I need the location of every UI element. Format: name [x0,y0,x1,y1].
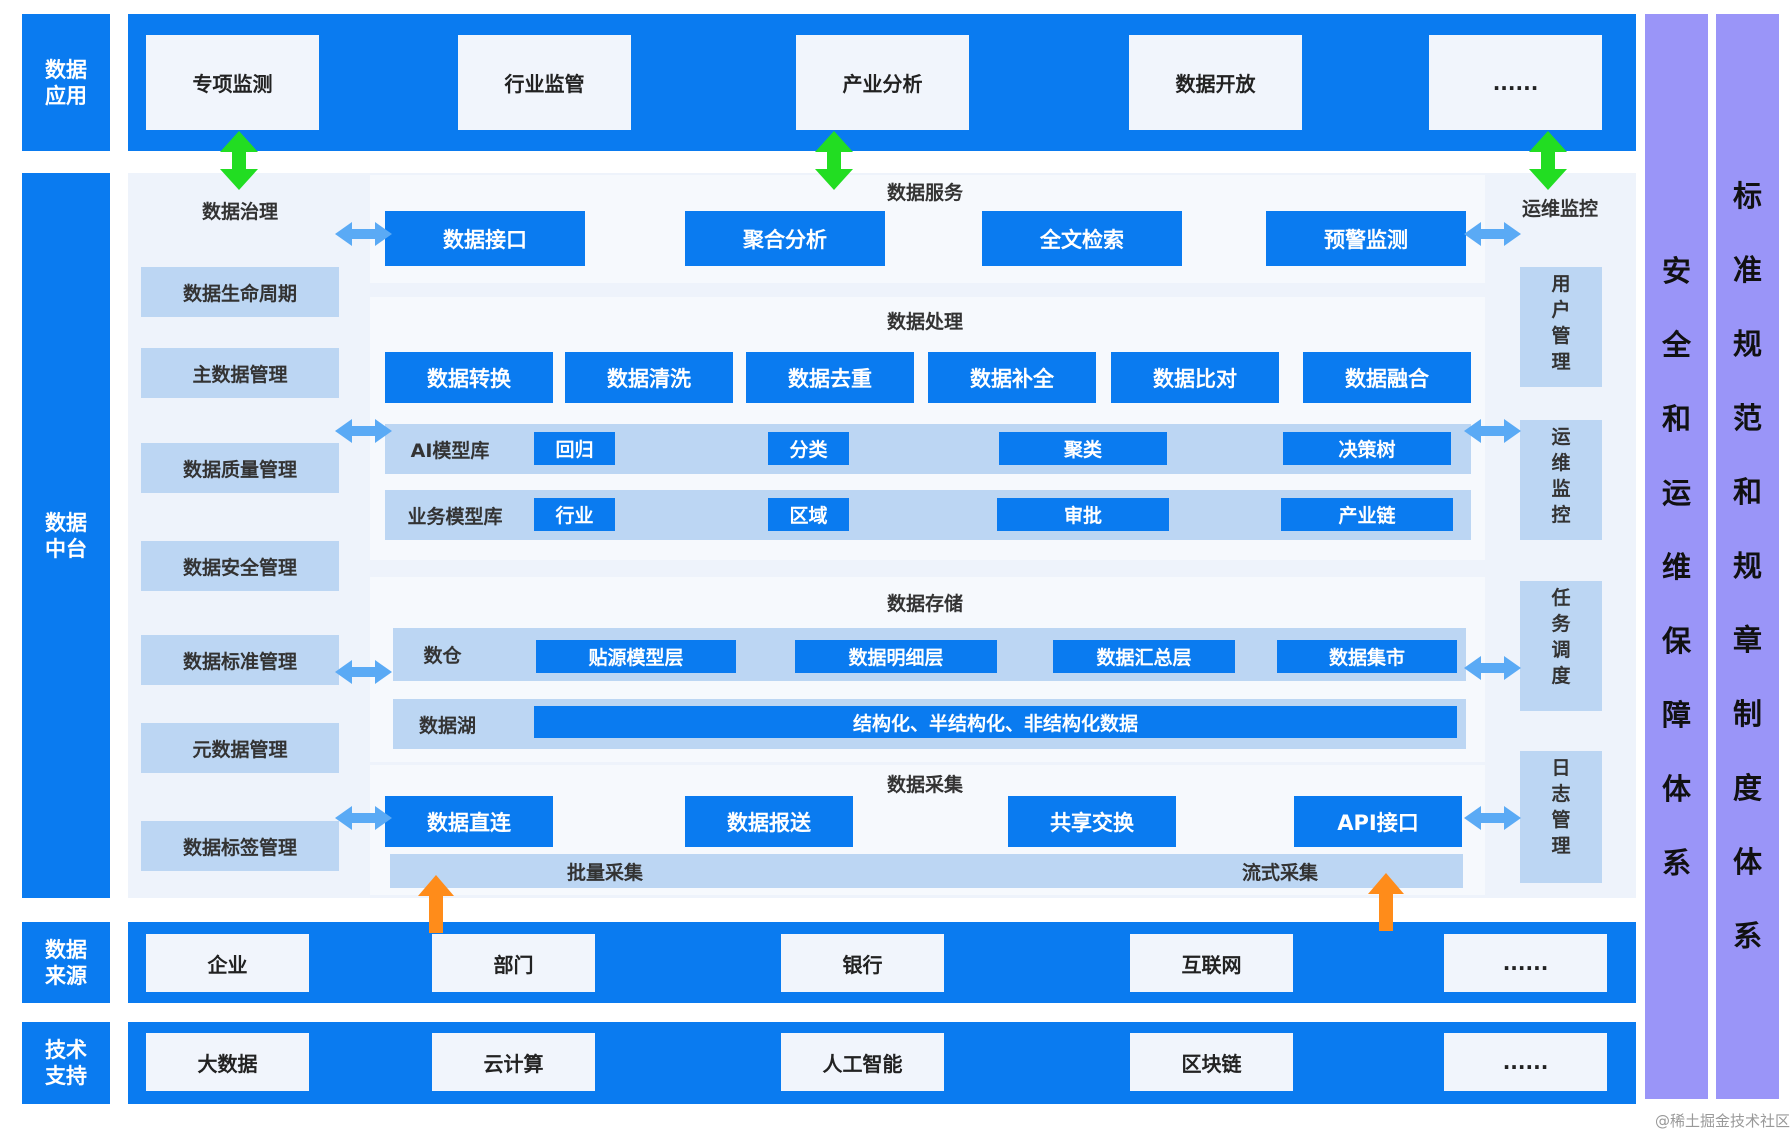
up-arrow-icon [1368,873,1404,931]
ops-title: 运维监控 [1521,197,1598,220]
governance-item: 数据标签管理 [141,821,339,871]
green-double-arrow-icon [1529,131,1567,190]
ops-item-label: 用户管理 [1551,273,1571,373]
tech-box: 大数据 [146,1033,309,1091]
service-title: 数据服务 [886,181,963,204]
warehouse-label: 数仓 [423,645,462,667]
governance-item: 数据标准管理 [141,635,339,685]
processing-title: 数据处理 [886,310,963,333]
source-box: 互联网 [1130,934,1293,992]
collection-item: 数据直连 [385,796,553,847]
double-arrow-icon [1464,419,1521,443]
governance-item: 数据生命周期 [141,267,339,317]
layer-label-tech-support: 技术 支持 [22,1022,110,1104]
source-box: ...... [1444,934,1607,992]
app-box: 行业监管 [458,35,631,130]
app-box: ...... [1429,35,1602,130]
governance-title: 数据治理 [201,200,278,223]
governance-item: 元数据管理 [141,723,339,773]
source-box: 企业 [146,934,309,992]
ops-item-label: 任务调度 [1551,587,1571,687]
ai-model-label: AI模型库 [410,439,490,462]
collection-title: 数据采集 [886,773,963,796]
batch-collection-label: 批量采集 [566,861,643,884]
lake-content: 结构化、半结构化、非结构化数据 [534,706,1457,738]
tech-box: 人工智能 [781,1033,944,1091]
ops-panel: 日志管理 [1520,751,1602,883]
ai-model-item: 回归 [534,432,615,465]
ai-model-item: 决策树 [1283,432,1451,465]
business-model-item: 审批 [997,498,1169,531]
app-box: 数据开放 [1129,35,1302,130]
layer-label-data-source: 数据 来源 [22,922,110,1003]
processing-item: 数据比对 [1111,352,1279,403]
ops-panel: 用户管理 [1520,267,1602,387]
collection-item: 数据报送 [685,796,853,847]
green-double-arrow-icon [220,131,258,190]
ops-panel: 运维监控 [1520,420,1602,540]
security-ops-pillar: 安全和运维保障体系 [1645,14,1708,1099]
app-box: 专项监测 [146,35,319,130]
double-arrow-icon [1464,656,1521,680]
layer-label-data-middle: 数据 中台 [22,173,110,898]
governance-item: 主数据管理 [141,348,339,398]
app-box: 产业分析 [796,35,969,130]
processing-item: 数据去重 [746,352,914,403]
business-model-item: 区域 [768,498,849,531]
source-box: 银行 [781,934,944,992]
storage-title: 数据存储 [886,592,963,615]
business-model-label: 业务模型库 [407,505,503,528]
double-arrow-icon [1464,806,1521,830]
governance-item: 数据安全管理 [141,541,339,591]
stream-collection-label: 流式采集 [1241,861,1318,884]
standards-pillar: 标准规范和规章制度体系 [1716,14,1779,1099]
up-arrow-icon [418,875,454,933]
lake-label: 数据湖 [418,714,476,737]
tech-box: 云计算 [432,1033,595,1091]
double-arrow-icon [335,660,392,684]
service-item: 聚合分析 [685,211,885,266]
ops-panel: 任务调度 [1520,581,1602,711]
ai-model-item: 分类 [768,432,849,465]
service-item: 数据接口 [385,211,585,266]
processing-item: 数据清洗 [565,352,733,403]
governance-item: 数据质量管理 [141,443,339,493]
green-double-arrow-icon [815,131,853,190]
service-item: 全文检索 [982,211,1182,266]
processing-item: 数据转换 [385,352,553,403]
warehouse-item: 贴源模型层 [536,640,736,673]
double-arrow-icon [1464,222,1521,246]
warehouse-item: 数据集市 [1277,640,1457,673]
watermark: @稀土掘金技术社区 [1654,1112,1790,1130]
source-box: 部门 [432,934,595,992]
double-arrow-icon [335,419,392,443]
warehouse-item: 数据明细层 [795,640,997,673]
tech-box: ...... [1444,1033,1607,1091]
double-arrow-icon [335,806,392,830]
service-item: 预警监测 [1266,211,1466,266]
tech-box: 区块链 [1130,1033,1293,1091]
ops-item-label: 运维监控 [1551,426,1571,526]
layer-label-data-application: 数据 应用 [22,14,110,151]
business-model-item: 产业链 [1281,498,1453,531]
double-arrow-icon [335,222,392,246]
business-model-item: 行业 [534,498,615,531]
warehouse-item: 数据汇总层 [1053,640,1235,673]
processing-item: 数据补全 [928,352,1096,403]
collection-mode-bar [390,854,1463,888]
ops-item-label: 日志管理 [1551,757,1571,857]
ai-model-item: 聚类 [999,432,1167,465]
collection-item: API接口 [1294,796,1462,847]
collection-item: 共享交换 [1008,796,1176,847]
processing-item: 数据融合 [1303,352,1471,403]
